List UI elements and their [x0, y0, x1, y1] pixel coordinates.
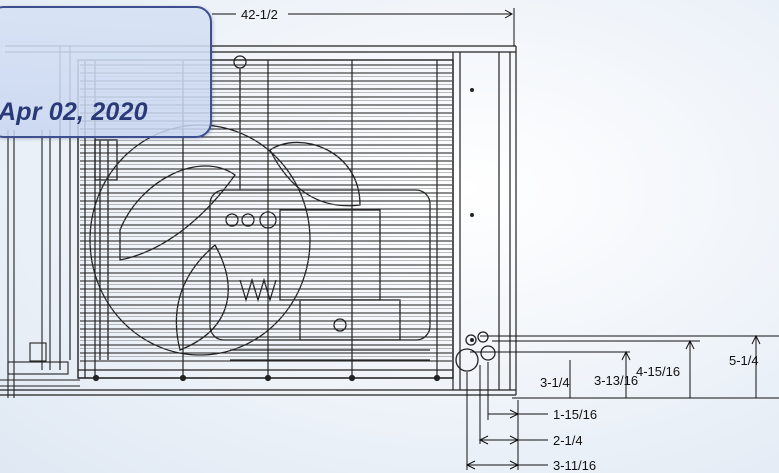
date-badge-text: Apr 02, 2020 — [0, 98, 148, 126]
height-label-c: 4-15/16 — [636, 364, 680, 379]
offset-dimension-lines — [465, 362, 548, 470]
overall-width-dimension — [212, 8, 515, 46]
base-rail — [0, 369, 516, 396]
height-label-d: 5-1/4 — [729, 353, 759, 368]
date-badge: Apr 02, 2020 — [0, 6, 212, 138]
offset-label-c: 3-11/16 — [553, 458, 596, 473]
height-label-a: 3-1/4 — [540, 375, 570, 390]
right-panel-fasteners — [470, 88, 474, 342]
height-label-b: 3-13/16 — [594, 373, 638, 388]
offset-label-b: 2-1/4 — [553, 433, 583, 448]
offset-label-a: 1-15/16 — [553, 407, 597, 422]
overall-width-label: 42-1/2 — [241, 7, 278, 22]
height-dimension-lines — [470, 334, 779, 399]
service-connections — [455, 331, 496, 372]
left-side-panel — [0, 130, 80, 398]
